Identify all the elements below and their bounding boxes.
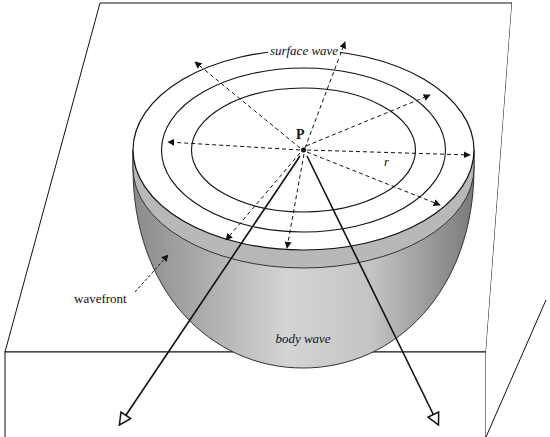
front-face [5, 352, 486, 437]
surface-wavefront-inner [192, 88, 416, 212]
wavefront-leader [135, 255, 168, 292]
surface-wave-label: surface wave [268, 44, 340, 57]
surface-wavefront-outer [133, 50, 474, 250]
body-wave-label: body wave [275, 332, 330, 345]
wavefront-label: wavefront [74, 292, 127, 305]
body-wave-rays [120, 156, 438, 424]
point-label: P [296, 128, 305, 142]
surface-wavefront-middle [162, 68, 446, 232]
radius-label: r [384, 155, 389, 168]
source-point [301, 148, 306, 153]
ray-arrows [168, 42, 470, 248]
